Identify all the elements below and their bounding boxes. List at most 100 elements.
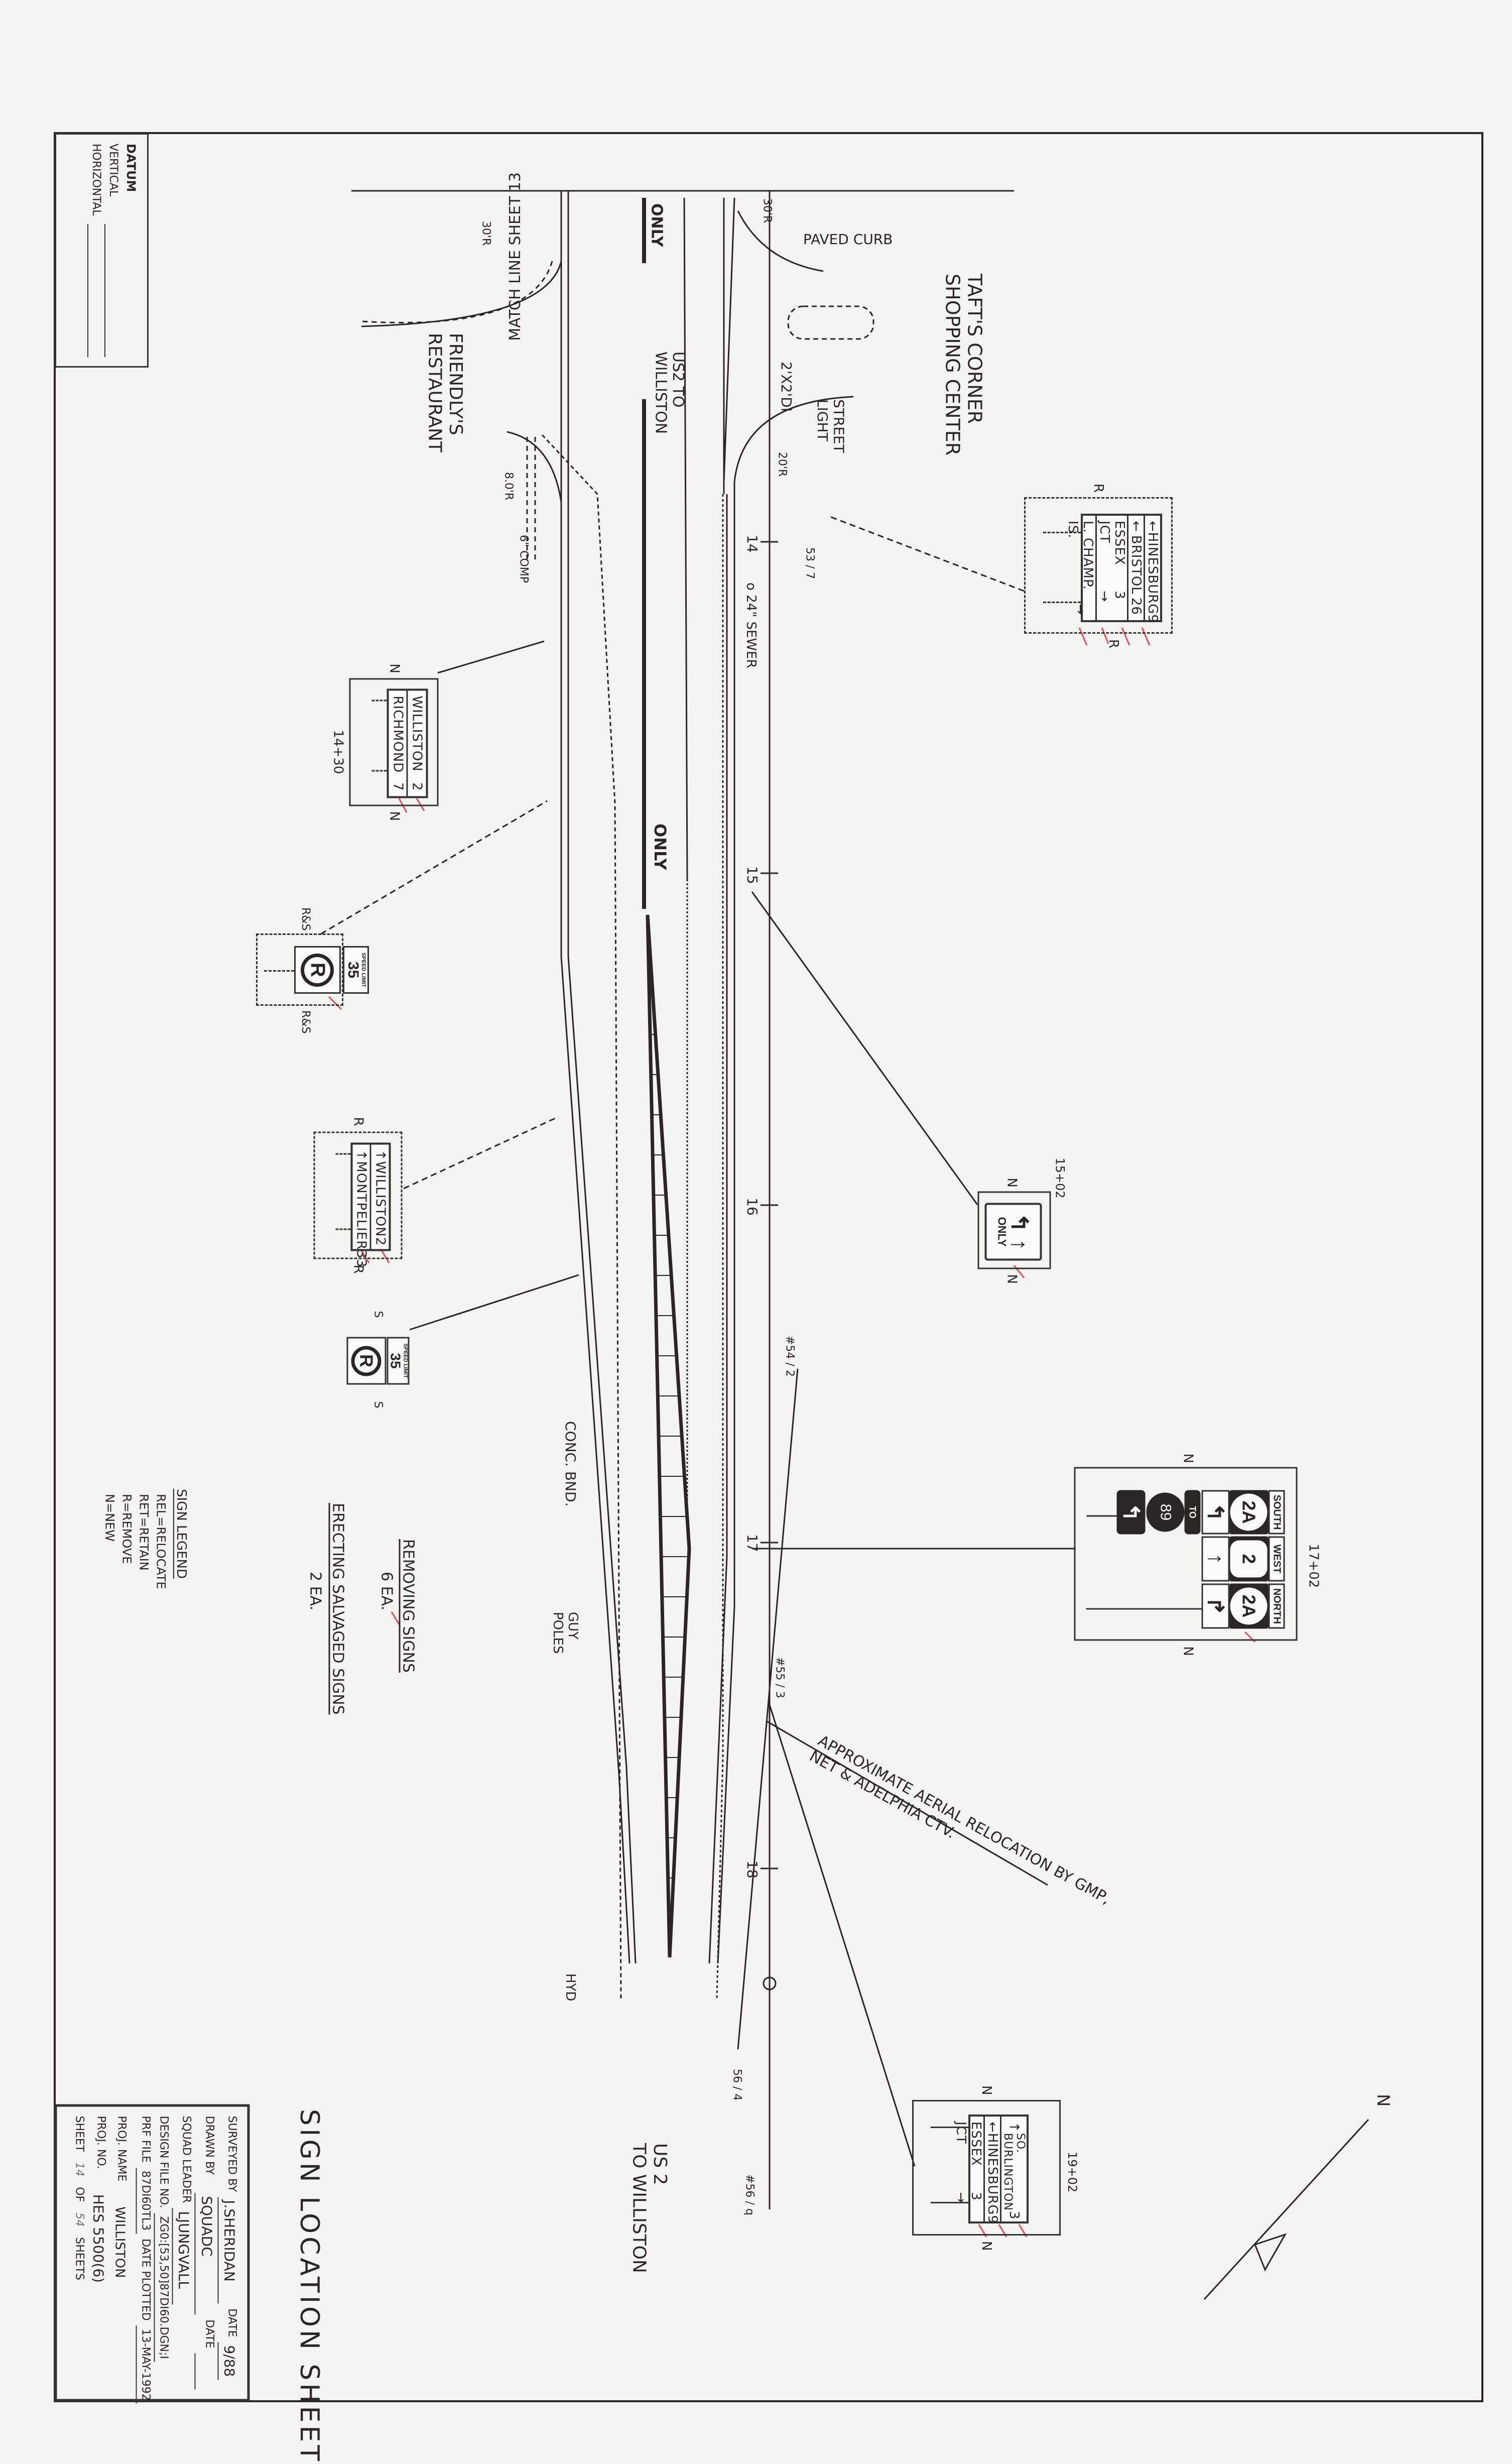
radius-label: 30'R <box>479 221 492 246</box>
radius-label: 8.0'R <box>502 472 515 501</box>
direction-plate: SOUTH <box>1268 1490 1285 1535</box>
no-turn-icon: R <box>351 1346 382 1376</box>
erecting-signs-title: ERECTING SALVAGED SIGNS <box>329 1503 347 1715</box>
station-label: 18 <box>744 1860 761 1879</box>
drop-inlet-label: 2'X2'DI <box>778 362 795 412</box>
hydrant-label: HYD <box>562 1973 578 2002</box>
sign-code: N <box>387 811 402 821</box>
datum-box: DATUM VERTICAL HORIZONTAL <box>55 133 149 368</box>
datum-vertical-label: VERTICAL <box>106 144 119 197</box>
station-label: 17 <box>744 1534 761 1552</box>
north-label: N <box>1373 2094 1394 2107</box>
sign-code: N <box>1004 1178 1020 1188</box>
north-arrow-head <box>1254 2233 1287 2272</box>
pole-label: 53 / 7 <box>803 547 816 579</box>
paved-curb <box>737 210 824 272</box>
median-hatching <box>648 954 689 1919</box>
route-2a-shield: 2A <box>1230 1587 1268 1625</box>
pole-label: #56 / q <box>743 2174 756 2215</box>
direction-plate: WEST <box>1268 1536 1285 1582</box>
sign-code: S <box>371 1311 385 1318</box>
sign-legend-title: SIGN LEGEND <box>173 1489 189 1579</box>
left-turn-arrow-icon: ↰ <box>1116 1490 1146 1535</box>
lane-use-only-sign: ↰ ↑ ONLY <box>984 1203 1042 1261</box>
no-right-turn-sign: R <box>294 946 341 994</box>
station-label: 15 <box>744 866 761 884</box>
erecting-signs-qty: 2 EA. <box>306 1572 324 1611</box>
sign-code: N <box>1004 1274 1020 1284</box>
comp-label: 6" COMP <box>517 535 530 583</box>
sign-code: R&S <box>299 907 312 931</box>
left-turn-arrow-icon: ↰ <box>1201 1490 1230 1535</box>
sign-code: R <box>350 1264 366 1274</box>
curb-return-friendlys <box>507 431 562 503</box>
conc-bound-label: CONC. BND. <box>562 1421 579 1507</box>
north-arrow <box>1203 2119 1369 2300</box>
us-2-shield: 2 <box>1230 1540 1268 1578</box>
road-edge-diagonal <box>723 197 735 483</box>
station-label: 17+02 <box>1306 1544 1321 1588</box>
right-turn-arrow-icon: ↱ <box>1201 1583 1230 1629</box>
curb-return-left <box>361 261 562 327</box>
station-label: 14 <box>744 535 761 553</box>
pole-label: #55 / 3 <box>773 1657 786 1698</box>
sign-code: N <box>387 663 402 673</box>
sign-code: N <box>979 2085 994 2095</box>
comp-curb <box>526 437 536 562</box>
road-edge-left-2 <box>567 191 637 1964</box>
radius-label: 30'R <box>761 198 774 223</box>
sign-assembly-route-2a[interactable]: SOUTH WEST NORTH 2A 2 2A ↰ ↑ ↱ TO 89 ↰ 1… <box>1074 1454 1321 1656</box>
pole-label: 56 / 4 <box>730 2069 743 2101</box>
removing-signs-qty: 6 EA. <box>377 1572 396 1611</box>
sign-code: N <box>1180 1453 1196 1463</box>
curb-return-left-dashed <box>361 261 553 323</box>
to-plate: TO <box>1184 1490 1201 1535</box>
interstate-89-shield: 89 <box>1146 1492 1185 1532</box>
sign-assembly-lane-use[interactable]: ↰ ↑ ONLY 15+02 N N <box>977 1158 1067 1284</box>
legend-item: R=REMOVE <box>119 1494 134 1564</box>
lane-line <box>683 197 688 880</box>
sign-code: N <box>979 2241 994 2251</box>
sewer-label: o 24" SEWER <box>743 582 759 668</box>
sign-code: N <box>1180 1646 1196 1656</box>
only-pavement-marking-top: ONLY <box>648 203 666 247</box>
legend-item: RET=RETAIN <box>137 1494 151 1571</box>
no-right-turn-sign: R <box>346 1337 387 1385</box>
sheet-title: SIGN LOCATION SHEET <box>294 2109 324 2464</box>
only-pavement-marking: ONLY <box>650 824 670 870</box>
sign-code: R <box>350 1117 366 1126</box>
station-label: 14+30 <box>330 730 346 774</box>
direction-plate: NORTH <box>1268 1583 1285 1629</box>
sign-code: R <box>1106 639 1121 649</box>
radius-label: 20'R <box>776 452 789 477</box>
pole-label: #54 / 2 <box>783 1336 796 1377</box>
sign-code: R <box>1091 484 1106 493</box>
station-label: 19+02 <box>1065 2152 1079 2193</box>
road-edge-right-3 <box>717 482 735 1964</box>
proposed-edge-left <box>541 434 622 2000</box>
sign-code: R&S <box>299 1010 312 1034</box>
